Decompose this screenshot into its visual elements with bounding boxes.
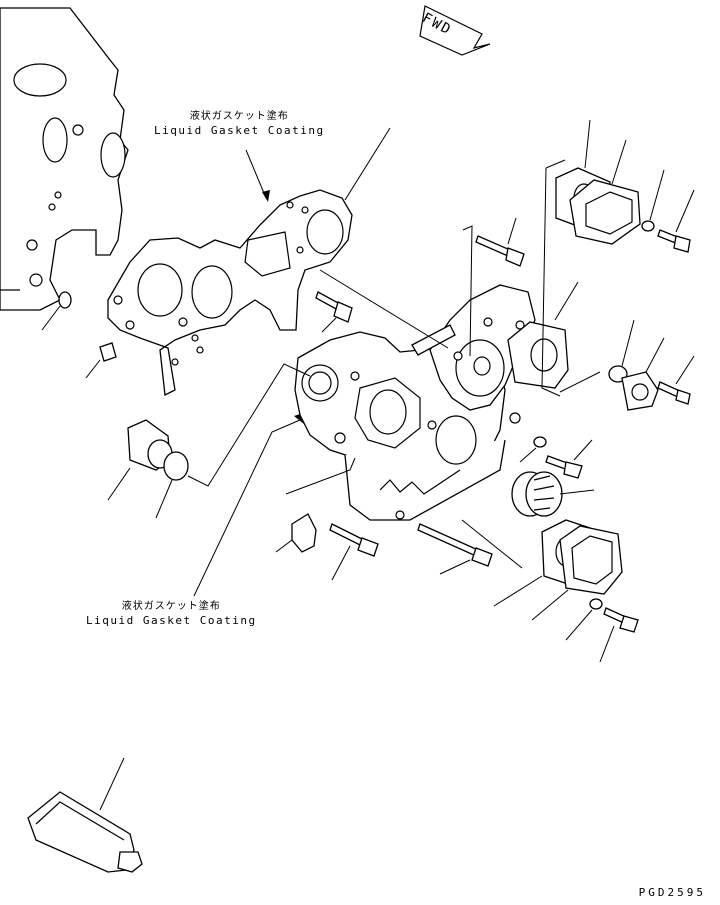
plug-ball <box>156 452 188 518</box>
washer-top <box>642 170 664 231</box>
dowel-pin-2 <box>86 343 116 378</box>
bolt-lower-short <box>330 524 378 580</box>
front-cover-housing <box>295 332 520 520</box>
callout-en-text: Liquid Gasket Coating <box>86 614 257 627</box>
oil-seal <box>512 472 594 516</box>
liquid-gasket-tube <box>28 758 142 872</box>
cover-plate-right <box>622 338 664 410</box>
front-cover-gasket <box>108 128 390 395</box>
drawing-code: PGD2595 <box>638 886 706 899</box>
o-ring <box>609 320 634 382</box>
bolt-top-middle <box>476 218 524 266</box>
washer-mid <box>520 437 546 462</box>
bolt-lower-long <box>418 524 492 574</box>
timing-gear-case <box>412 285 535 410</box>
dowel-pin <box>42 292 71 330</box>
outlet-flange <box>508 282 578 388</box>
plug-cap <box>108 420 172 500</box>
gasket-coating-callout-lower: 液状ガスケット塗布 Liquid Gasket Coating <box>86 600 257 628</box>
bolt-right-middle <box>658 356 694 404</box>
gasket-coating-callout-upper: 液状ガスケット塗布 Liquid Gasket Coating <box>154 110 325 138</box>
bolt-top-right <box>658 190 694 252</box>
callout-jp-text: 液状ガスケット塗布 <box>121 601 221 612</box>
callout-jp-text: 液状ガスケット塗布 <box>189 111 289 122</box>
fwd-arrow-icon <box>420 6 490 55</box>
cover-plate-top-2 <box>570 140 640 244</box>
bolt-mid-right <box>546 440 592 478</box>
bolt-lower-right <box>600 608 638 662</box>
clip <box>276 514 316 552</box>
bolt-gasket <box>316 292 352 332</box>
cylinder-block <box>0 8 128 310</box>
washer-lower <box>566 599 602 640</box>
cover-plate-lower-2 <box>532 526 622 620</box>
callout-en-text: Liquid Gasket Coating <box>154 124 325 137</box>
